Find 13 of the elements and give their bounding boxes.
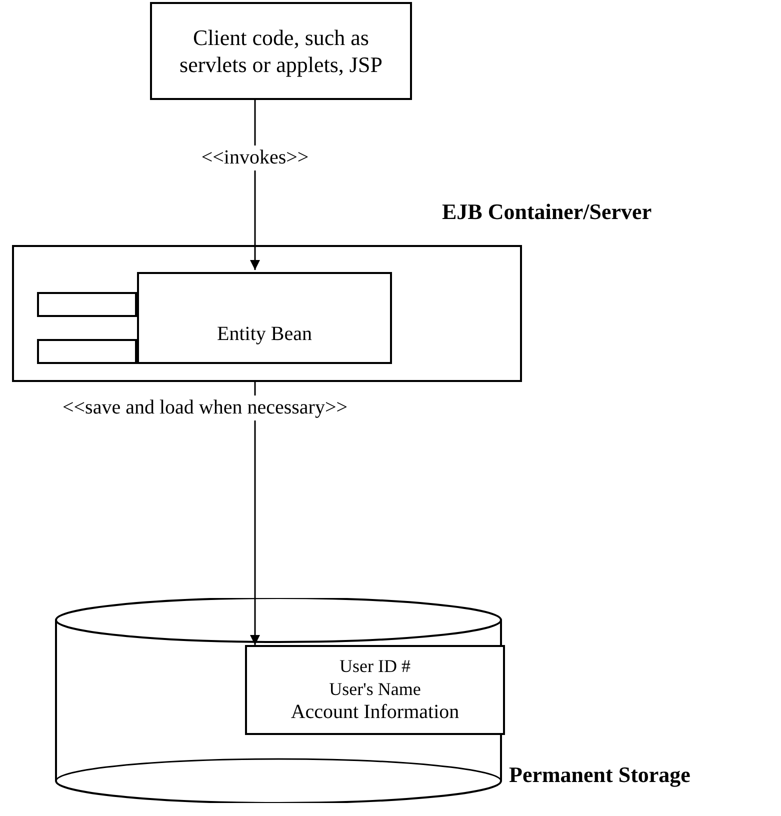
record-field: User ID # [340, 655, 410, 678]
record-field: User's Name [329, 678, 421, 700]
process-box [150, 2, 412, 100]
box-text: Entity Bean [217, 322, 312, 347]
arrow [250, 382, 260, 645]
entity-box [137, 272, 392, 364]
port-box [37, 292, 137, 317]
record-field: Account Information [290, 700, 460, 725]
record-box [245, 645, 505, 735]
storage-label: Permanent Storage [509, 761, 690, 789]
port-box [37, 339, 137, 364]
container-label: EJB Container/Server [442, 198, 652, 226]
box-text: Client code, such as servlets or applets, JSP [178, 24, 384, 78]
